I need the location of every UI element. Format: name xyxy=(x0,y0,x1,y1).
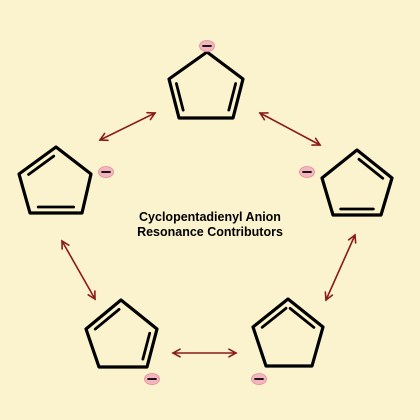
minus-charge-icon xyxy=(251,373,267,385)
double-bond-bottom-left-1 xyxy=(93,307,121,331)
arrow-head-end xyxy=(146,111,157,121)
arrow-shaft xyxy=(325,234,356,301)
arrow-shaft xyxy=(61,240,96,300)
minus-charge-icon xyxy=(144,373,160,385)
double-bond-top-2 xyxy=(227,82,238,112)
arrow-head-start xyxy=(98,132,109,142)
ring-bottom-left xyxy=(84,298,159,369)
structure-right xyxy=(299,148,394,217)
title-line-1: Cyclopentadienyl Anion xyxy=(139,210,281,224)
ring-bottom-right xyxy=(251,297,325,368)
resonance-arrow-left-top xyxy=(98,111,157,142)
arrow-head-start xyxy=(228,348,238,358)
double-bond-right-1 xyxy=(357,157,385,180)
arrow-shaft xyxy=(259,112,321,146)
arrow-head-end xyxy=(324,291,334,302)
structure-bottom-right xyxy=(251,297,325,385)
resonance-arrow-bottom-left-left xyxy=(61,239,96,301)
arrow-head-end xyxy=(61,239,70,250)
structure-left xyxy=(17,145,114,215)
double-bond-bottom-left-2 xyxy=(141,331,152,361)
minus-charge-icon xyxy=(299,166,315,178)
structure-top xyxy=(167,40,245,120)
double-bond-top-1 xyxy=(174,82,185,112)
minus-charge-icon xyxy=(199,40,215,52)
arrow-shaft xyxy=(99,112,156,141)
ring-top xyxy=(167,50,245,120)
arrow-head-start xyxy=(347,233,357,244)
arrow-head-end xyxy=(311,137,322,146)
ring-right xyxy=(320,148,394,217)
resonance-arrow-top-right xyxy=(258,112,322,146)
arrow-head-start xyxy=(258,112,269,121)
structure-bottom-left xyxy=(84,298,160,385)
resonance-arrow-right-bottom-right xyxy=(324,233,357,302)
double-bond-left-1 xyxy=(27,154,56,176)
ring-left xyxy=(17,145,93,215)
resonance-arrow-bottom-right-bottom-left xyxy=(171,348,238,358)
double-bond-bottom-right-2 xyxy=(288,306,316,329)
title-line-2: Resonance Contributors xyxy=(137,225,283,239)
arrow-head-end xyxy=(171,348,181,358)
minus-charge-icon xyxy=(98,166,114,178)
arrow-head-start xyxy=(87,290,96,301)
double-bond-bottom-right-1 xyxy=(260,306,288,329)
